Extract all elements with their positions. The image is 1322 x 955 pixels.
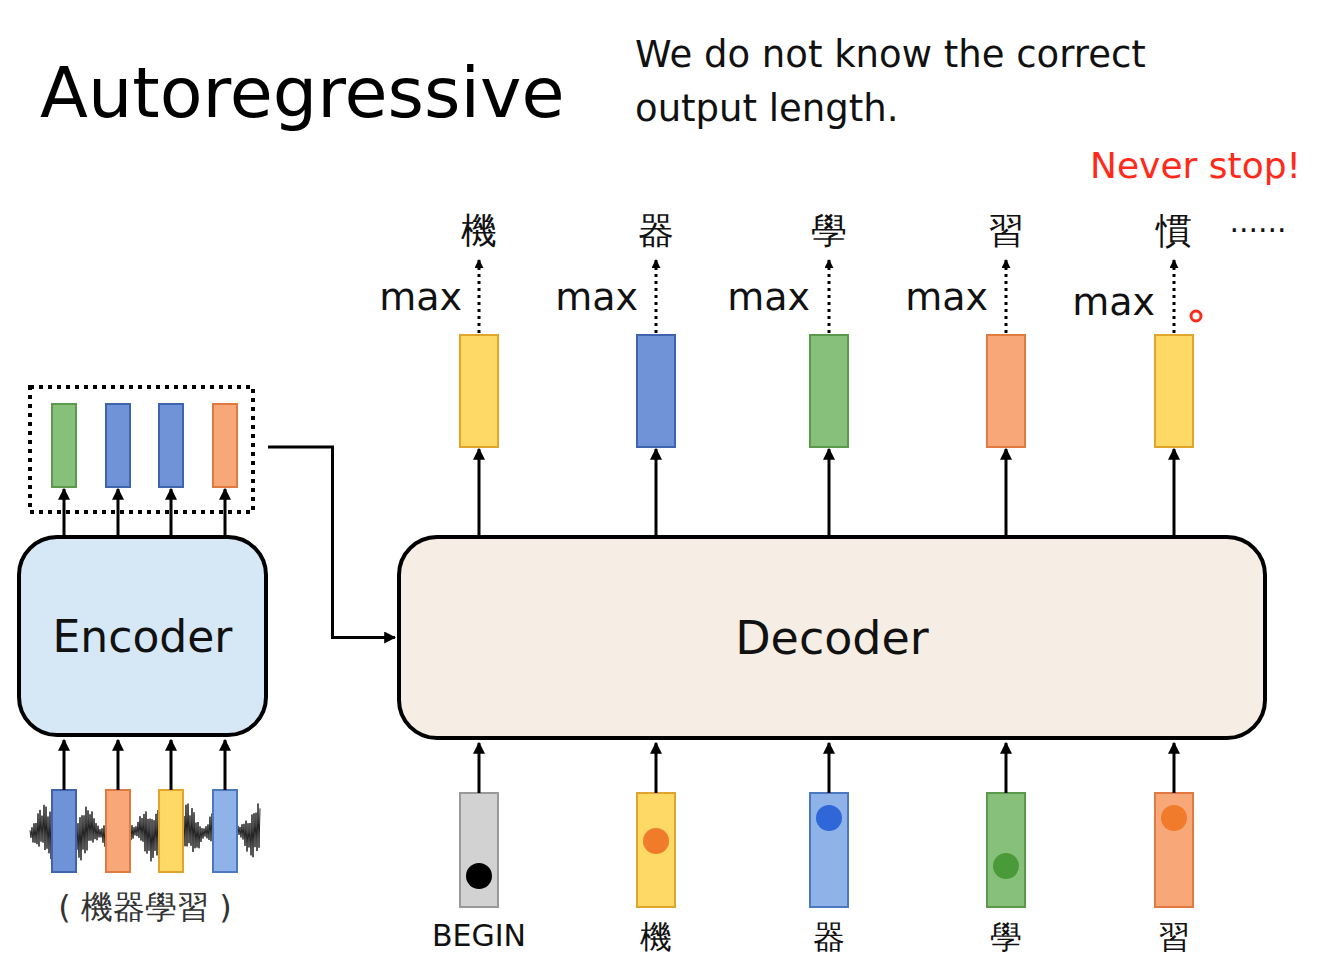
encoder-output-vector bbox=[159, 404, 183, 487]
max-op: max bbox=[379, 270, 462, 325]
arrow bbox=[224, 740, 227, 790]
input-transcript: ( 機器學習 ) bbox=[58, 884, 231, 930]
one-hot-dot bbox=[816, 805, 842, 831]
max-op: max bbox=[555, 270, 638, 325]
encoder-output-vector bbox=[213, 404, 237, 487]
output-distribution bbox=[987, 335, 1025, 447]
arrow bbox=[478, 743, 481, 793]
arrow bbox=[828, 743, 831, 793]
arrow bbox=[1173, 743, 1176, 793]
one-hot-dot bbox=[1161, 805, 1187, 831]
input-token-vector bbox=[810, 793, 848, 907]
input-token: BEGIN bbox=[432, 914, 526, 955]
input-vector bbox=[213, 790, 237, 872]
max-op: max bbox=[905, 270, 988, 325]
arrow bbox=[1173, 449, 1176, 535]
output-token: 習 bbox=[988, 205, 1024, 257]
output-token: 器 bbox=[638, 205, 674, 257]
dotted-arrow bbox=[828, 260, 831, 333]
arrow bbox=[170, 740, 173, 790]
output-distribution bbox=[637, 335, 675, 447]
decoder-box: Decoder bbox=[397, 535, 1267, 740]
input-token-vector bbox=[460, 793, 498, 907]
output-distribution bbox=[810, 335, 848, 447]
note: We do not know the correct output length… bbox=[635, 28, 1195, 135]
dotted-arrow bbox=[655, 260, 658, 333]
arrow bbox=[655, 743, 658, 793]
title: Autoregressive bbox=[40, 52, 564, 134]
arrow bbox=[1005, 743, 1008, 793]
input-token: 習 bbox=[1158, 914, 1190, 955]
encoder-output-vector bbox=[106, 404, 130, 487]
input-token: 學 bbox=[990, 914, 1022, 955]
connector bbox=[268, 447, 395, 638]
output-distribution bbox=[460, 335, 498, 447]
warning-note: Never stop! bbox=[1090, 140, 1301, 192]
encoder-output-vector bbox=[52, 404, 76, 487]
pointer-dot bbox=[1191, 311, 1201, 321]
box-label: Encoder bbox=[53, 611, 233, 662]
arrow bbox=[63, 740, 66, 790]
dotted-arrow bbox=[1173, 260, 1176, 333]
input-token: 器 bbox=[813, 914, 845, 955]
one-hot-dot bbox=[466, 863, 492, 889]
arrow bbox=[224, 489, 227, 535]
input-token-vector bbox=[637, 793, 675, 907]
output-distribution bbox=[1155, 335, 1193, 447]
arrow bbox=[478, 449, 481, 535]
box-label: Decoder bbox=[735, 611, 929, 665]
dotted-arrow bbox=[1005, 260, 1008, 333]
input-vector bbox=[52, 790, 76, 872]
arrow bbox=[655, 449, 658, 535]
input-token-vector bbox=[1155, 793, 1193, 907]
arrow bbox=[117, 740, 120, 790]
arrow bbox=[1005, 449, 1008, 535]
dotted-arrow bbox=[478, 260, 481, 333]
arrow bbox=[828, 449, 831, 535]
max-op: max bbox=[727, 270, 810, 325]
output-token: 機 bbox=[461, 205, 497, 257]
input-token-vector bbox=[987, 793, 1025, 907]
arrow bbox=[170, 489, 173, 535]
max-op: max bbox=[1072, 275, 1155, 330]
output-token: 學 bbox=[811, 205, 847, 257]
input-vector bbox=[106, 790, 130, 872]
output-token: 慣 bbox=[1156, 205, 1192, 257]
one-hot-dot bbox=[643, 828, 669, 854]
input-vector bbox=[159, 790, 183, 872]
ellipsis: ...... bbox=[1229, 200, 1286, 244]
arrow bbox=[117, 489, 120, 535]
encoder-box: Encoder bbox=[17, 535, 268, 737]
input-token: 機 bbox=[640, 914, 672, 955]
one-hot-dot bbox=[993, 853, 1019, 879]
arrow bbox=[63, 489, 66, 535]
